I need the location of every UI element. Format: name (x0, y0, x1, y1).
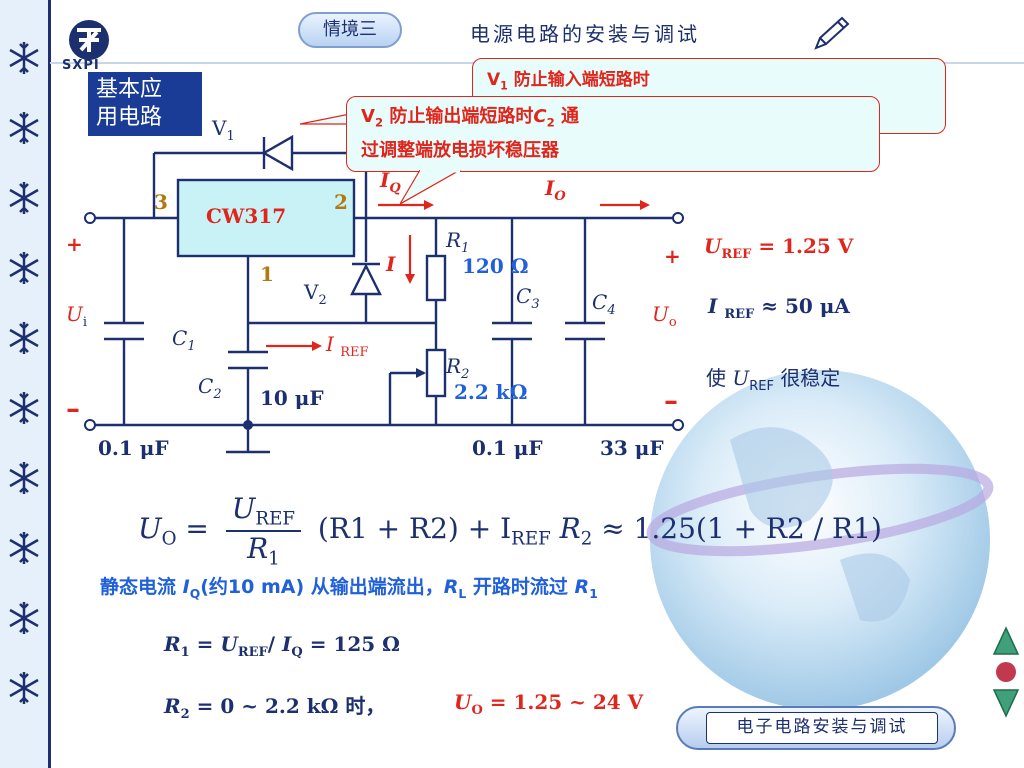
label-r1: R1 (446, 228, 470, 256)
label-c1: C1 (172, 326, 196, 354)
footer-label: 电子电路安装与调试 (706, 712, 938, 744)
label-iq: IQ (380, 168, 401, 196)
snowflake-icon (9, 252, 39, 284)
school-logo-icon (69, 20, 109, 60)
callout-v2: V2 防止输出端短路时C2 通 过调整端放电损坏稳压器 (346, 96, 880, 172)
snowflake-icon (9, 42, 39, 74)
snowflake-icon (9, 112, 39, 144)
home-icon[interactable] (992, 660, 1020, 684)
sidebar (0, 0, 51, 768)
regulator-label: CW317 (206, 204, 287, 228)
callout-v1-pointer (300, 111, 360, 125)
pin-in-label: 3 (154, 190, 168, 214)
badge-line-1: 基本应 (96, 77, 163, 102)
output-minus: – (664, 384, 678, 417)
topic-badge: 基本应 用电路 (88, 72, 202, 136)
label-iref: I REF (326, 332, 369, 360)
callout-v1-text: 防止输入端短路时 (513, 70, 650, 90)
label-ui: Ui (66, 302, 88, 330)
callout-v2-line1: 防止输出端短路时 (389, 106, 534, 127)
prev-slide-icon[interactable] (992, 626, 1020, 656)
label-i: I (386, 252, 396, 276)
globe-graphic (646, 370, 994, 710)
spec-stable: 使 UREF 很稳定 (706, 366, 841, 394)
output-plus: + (664, 244, 681, 268)
label-v1: V1 (212, 116, 235, 144)
c1-value: 0.1 μF (98, 436, 169, 460)
pin-adj-label: 1 (260, 262, 274, 286)
next-slide-icon[interactable] (992, 688, 1020, 718)
pin-out-label: 2 (334, 190, 348, 214)
snowflake-icon (9, 602, 39, 634)
scenario-tab[interactable]: 情境三 (298, 12, 402, 48)
label-r2: R2 (446, 354, 470, 382)
snowflake-icon (9, 322, 39, 354)
label-io: IO (545, 176, 566, 204)
c2-value: 10 μF (260, 386, 324, 410)
r2-equation: R2 = 0 ~ 2.2 kΩ 时， (164, 694, 386, 722)
snowflake-icon (9, 532, 39, 564)
eq-tail: ≈ 1.25(1 + R2 / R1) (601, 512, 882, 546)
snowflake-icon (9, 182, 39, 214)
label-c3: C3 (516, 284, 540, 312)
label-uo: Uo (652, 302, 677, 330)
logo-text: SXPI (62, 58, 100, 73)
uo-range-equation: UO = 1.25 ~ 24 V (454, 690, 644, 718)
label-v2: V2 (304, 280, 327, 308)
label-c4: C4 (592, 290, 616, 318)
quiescent-note: 静态电流 IQ(约10 mA) 从输出端流出，RL 开路时流过 R1 (100, 576, 598, 601)
page-title: 电源电路的安装与调试 (470, 22, 700, 46)
pen-icon (814, 16, 850, 50)
callout-v2-line1-tail: 通 (561, 106, 579, 127)
c3-value: 0.1 μF (472, 436, 543, 460)
c4-value: 33 μF (600, 436, 664, 460)
r1-value: 120 Ω (462, 254, 529, 278)
snowflake-icon (9, 392, 39, 424)
callout-v2-pointer (400, 170, 462, 205)
input-minus: – (66, 392, 80, 425)
r1-equation: R1 = UREF/ IQ = 125 Ω (164, 632, 400, 660)
snowflake-icon (9, 672, 39, 704)
badge-line-2: 用电路 (96, 105, 163, 130)
spec-iref: I REF ≈ 50 μA (708, 294, 850, 322)
spec-uref: UREF = 1.25 V (704, 234, 854, 262)
callout-v2-line2: 过调整端放电损坏稳压器 (361, 139, 559, 161)
eq-mid: (R1 + R2) + I (317, 512, 512, 546)
r2-value: 2.2 kΩ (454, 380, 528, 404)
snowflake-icon (9, 462, 39, 494)
input-plus: + (66, 232, 83, 256)
label-c2: C2 (198, 374, 222, 402)
